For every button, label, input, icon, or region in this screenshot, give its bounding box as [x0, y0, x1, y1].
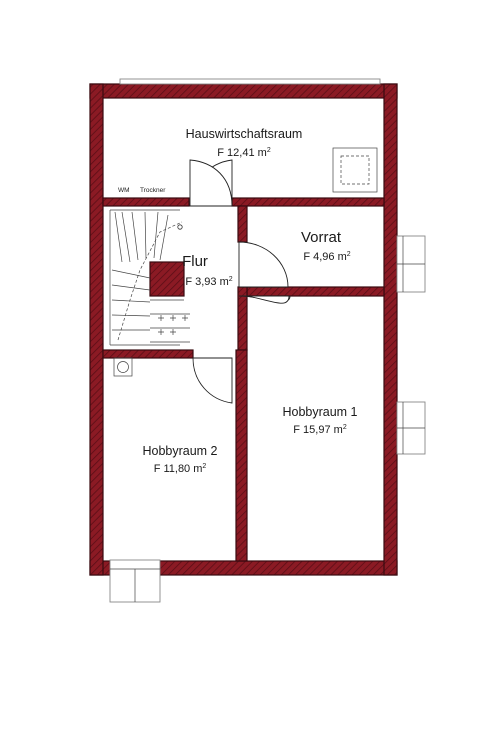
room-name-hobby2: Hobbyraum 2	[142, 444, 217, 458]
wall-stair-center	[149, 261, 185, 297]
door-hobby2	[192, 357, 233, 404]
room-area-hobby2: F 11,80 m2	[154, 463, 207, 475]
window-hobby1	[396, 401, 426, 455]
windows	[109, 78, 426, 603]
room-name-vorrat: Vorrat	[301, 229, 342, 246]
wall-left	[89, 83, 104, 576]
wall-top	[89, 83, 398, 99]
room-area-flur: F 3,93 m2	[185, 276, 232, 288]
wall-hwr-vorrat	[231, 197, 385, 207]
room-name-hauswirtschaft: Hauswirtschaftsraum	[186, 127, 303, 141]
window-hwr-top	[119, 78, 381, 85]
doors	[189, 159, 291, 404]
door-hwr-swing	[189, 159, 233, 207]
room-name-hobby1: Hobbyraum 1	[282, 405, 357, 419]
room-area-vorrat: F 4,96 m2	[303, 251, 350, 263]
room-area-hobby1: F 15,97 m2	[293, 424, 347, 436]
wall-hobby2-hobby1	[235, 349, 248, 562]
room-name-flur: Flur	[182, 253, 208, 270]
window-vorrat	[396, 235, 426, 293]
outer-walls	[89, 83, 398, 576]
fixture-wm-label: WM	[118, 187, 130, 194]
wall-vorrat-hobby1	[246, 286, 385, 297]
door-hobby1-swing	[246, 295, 290, 304]
staircase	[109, 209, 190, 377]
wall-hwr-stair	[102, 197, 190, 207]
fixture-trockner-label: Trockner	[140, 187, 166, 194]
wall-stair-hobby2	[102, 349, 194, 359]
room-area-hauswirtschaft: F 12,41 m2	[217, 147, 271, 159]
wall-right	[383, 83, 398, 576]
skylight-hwr	[332, 147, 378, 193]
inner-walls	[102, 197, 385, 562]
window-hobby2	[109, 559, 161, 603]
wall-flur-vorrat	[237, 205, 248, 243]
door-vorrat	[238, 241, 289, 288]
